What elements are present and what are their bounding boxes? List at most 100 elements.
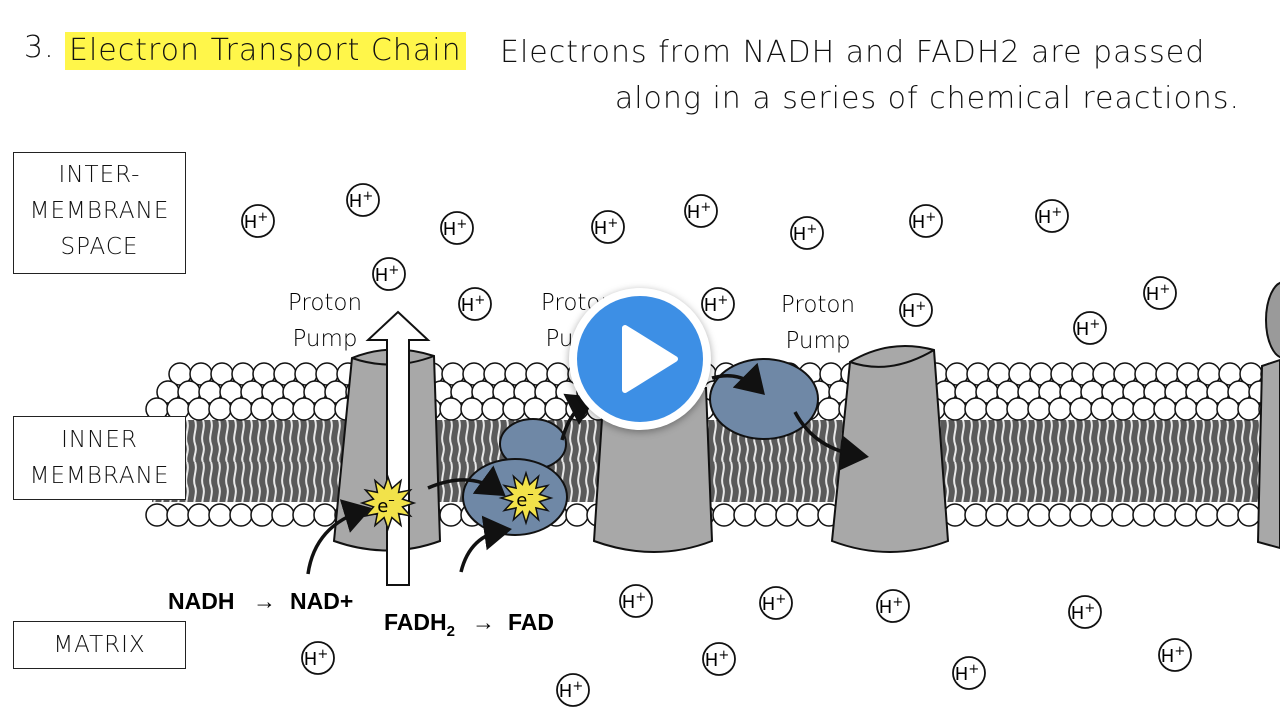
fad-label: FAD [508,609,554,635]
svg-text:H+: H+ [304,647,328,670]
region-label-line: MATRIX [53,632,146,658]
svg-text:H+: H+ [793,222,817,245]
phospholipid-head [292,397,316,421]
svg-text:H+: H+ [762,592,786,615]
hydrogen-ion: H+ [701,287,735,321]
phospholipid-head [775,503,799,527]
phospholipid-head [1048,503,1072,527]
phospholipid-head [187,397,211,421]
phospholipid-head [1006,503,1030,527]
svg-text:H+: H+ [902,299,926,322]
electron-sup: – [388,493,395,508]
electron-label: e [377,496,388,517]
nadh-reaction: NADH → NAD+ [168,588,353,614]
svg-text:H+: H+ [349,189,373,212]
hydrogen-ion: H+ [1035,199,1069,233]
protein-edge [1256,281,1280,550]
phospholipid-head [1174,397,1198,421]
phospholipid-head [1111,503,1135,527]
phospholipid-head [250,397,274,421]
phospholipid-head [733,503,757,527]
phospholipid-head [985,397,1009,421]
svg-text:H+: H+ [912,210,936,233]
title-description: Electrons from NADH and FADH2 are passed… [500,30,1240,122]
phospholipid-head [985,503,1009,527]
hydrogen-ion: H+ [899,293,933,327]
phospholipid-head [1216,397,1240,421]
hydrogen-ion: H+ [241,204,275,238]
phospholipid-head [943,397,967,421]
nadh-label: NADH [168,588,234,614]
electron-burst-1: e– [359,474,417,532]
pump-1-label-line1: Proton [288,290,362,316]
phospholipid-head [250,503,274,527]
phospholipid-head [1237,397,1261,421]
svg-text:H+: H+ [244,210,268,233]
phospholipid-head [313,397,337,421]
svg-text:H+: H+ [461,293,485,316]
phospholipid-head [565,503,589,527]
fadh-label: FADH [384,609,447,635]
region-label-line: INNER [61,427,138,453]
phospholipid-head [1216,503,1240,527]
svg-text:H+: H+ [704,293,728,316]
phospholipid-head [1006,397,1030,421]
fadh-arrow: → [472,609,495,635]
carrier-cytochrome [709,358,819,440]
pump-3-label-line1: Proton [781,292,855,318]
hydrogen-ion: H+ [909,204,943,238]
phospholipid-head [523,397,547,421]
play-button[interactable] [569,288,711,430]
region-label-line: SPACE [60,234,139,260]
description-line-2: along in a series of chemical reactions. [614,81,1240,116]
description-line-1: Electrons from NADH and FADH2 are passed [500,35,1206,70]
svg-text:H+: H+ [375,263,399,286]
membrane-heads-bottom [145,503,1280,527]
hydrogen-ion: H+ [1068,595,1102,629]
hydrogen-ion: H+ [952,656,986,690]
arrow-cytochrome [711,362,765,395]
nad-label: NAD+ [290,588,353,614]
title-highlight: Electron Transport Chain [65,32,466,70]
svg-text:H+: H+ [879,595,903,618]
svg-text:H+: H+ [705,648,729,671]
hydrogen-ion: H+ [458,287,492,321]
phospholipid-head [964,397,988,421]
arrow-to-pump-3 [793,411,869,471]
fadh-subscript: 2 [447,623,455,640]
phospholipid-head [271,503,295,527]
phospholipid-head [208,503,232,527]
hydrogen-ion: H+ [790,216,824,250]
phospholipid-head [712,503,736,527]
hydrogen-ion: H+ [1158,638,1192,672]
hydrogen-ion: H+ [301,641,335,675]
region-label-line: INTER- [58,162,141,188]
region-label-line: MEMBRANE [29,463,170,489]
svg-text:H+: H+ [1071,601,1095,624]
phospholipid-head [1090,397,1114,421]
phospholipid-head [1132,397,1156,421]
svg-text:H+: H+ [1076,317,1100,340]
hydrogen-ion: H+ [372,257,406,291]
phospholipid-head [1090,503,1114,527]
hydrogen-ion: H+ [759,586,793,620]
hydrogen-ion: H+ [346,183,380,217]
step-number: 3. [24,30,55,65]
proton-pump-2 [592,387,714,553]
svg-text:e–: e– [516,487,534,511]
pump-3-label-line2: Pump [785,328,850,354]
phospholipid-head [544,397,568,421]
svg-text:H+: H+ [1146,282,1170,305]
arrow-to-complex-2 [427,465,506,497]
region-intermembrane-space: INTER- MEMBRANE SPACE [13,152,186,274]
phospholipid-head [964,503,988,527]
pump-1-label-line2: Pump [292,326,357,352]
phospholipid-head [1027,503,1051,527]
electron-label: e [516,490,527,511]
membrane-tails [152,420,1280,502]
phospholipid-head [1153,503,1177,527]
phospholipid-head [439,397,463,421]
phospholipid-head [229,503,253,527]
proton-pump-3 [830,345,950,553]
phospholipid-head [166,503,190,527]
